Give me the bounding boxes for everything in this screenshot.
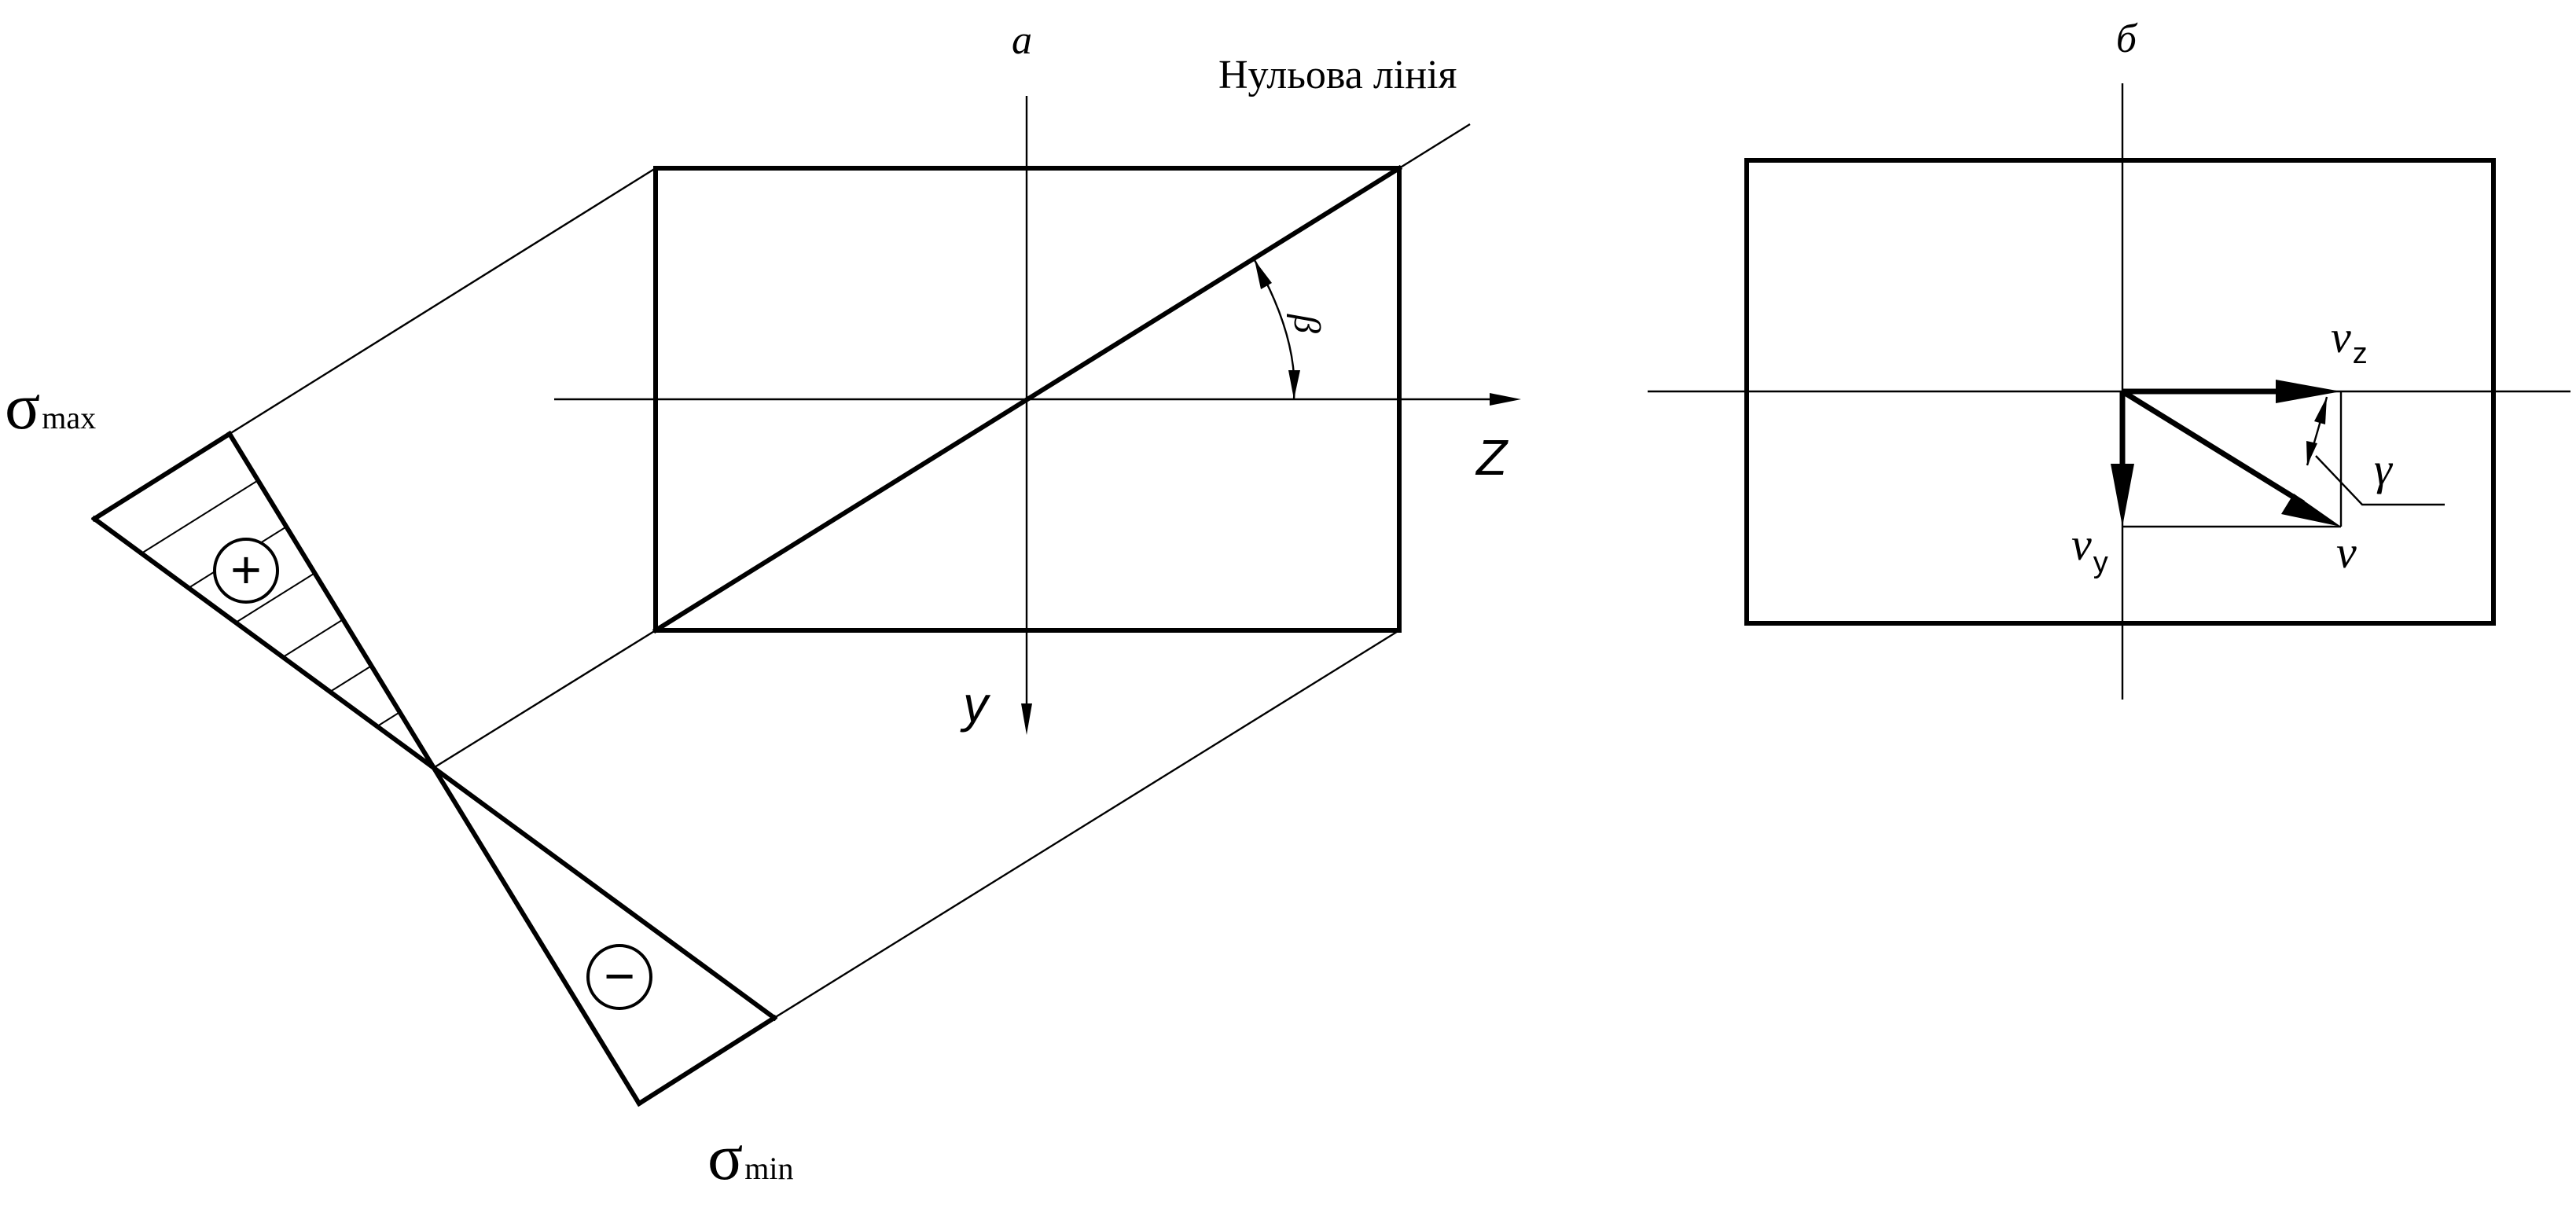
angle-beta-arrow-bottom	[1288, 370, 1300, 399]
minus-sign: −	[604, 946, 635, 1006]
panel-b-label: б	[2116, 17, 2138, 61]
angle-beta-arrow-top	[1255, 260, 1272, 289]
plus-circle	[213, 538, 279, 604]
sigma-min-label: σmin	[707, 1121, 794, 1194]
neutral-line-label: Нульова лінія	[1218, 53, 1457, 97]
neutral-line-leader	[1398, 123, 1471, 170]
projection-line-mid	[434, 629, 656, 769]
hatching-positive	[94, 434, 435, 727]
angle-gamma-label: γ	[2374, 443, 2394, 494]
panel-a-label: а	[1012, 18, 1032, 63]
angle-gamma-leader	[2315, 455, 2445, 506]
projection-line-top	[229, 167, 656, 435]
sigma-max-label: σmax	[5, 370, 96, 443]
angle-beta-label: β	[1286, 314, 1328, 333]
projection-line-bottom	[774, 629, 1400, 1019]
axis-z-arrowhead	[1490, 393, 1521, 406]
vector-vz-arrowhead	[2276, 380, 2341, 403]
hatching-negative	[471, 767, 774, 1003]
vz-label: vz	[2331, 311, 2368, 370]
panel-b: б vz vy v γ	[1648, 17, 2570, 700]
plus-sign: +	[230, 540, 262, 600]
vy-label: vy	[2071, 519, 2108, 579]
axis-z-label: Z	[1475, 429, 1508, 486]
minus-circle	[586, 944, 652, 1010]
axis-y-label: y	[960, 676, 991, 733]
angle-gamma-arrow-bottom	[2306, 441, 2317, 465]
vector-v-shaft	[2121, 389, 2305, 505]
stress-diagram-bottom-edge	[635, 1014, 778, 1107]
axis-y-arrowhead	[1021, 703, 1032, 735]
angle-gamma-arrow-top	[2314, 397, 2327, 424]
vector-v-arrowhead	[2281, 494, 2341, 527]
vector-vy-arrowhead	[2111, 464, 2134, 527]
stress-diagram-hypotenuse	[90, 515, 778, 1022]
panel-a: + − а Нульова лінія β Z y σmax σmin	[5, 18, 1521, 1194]
v-label: v	[2336, 527, 2357, 578]
